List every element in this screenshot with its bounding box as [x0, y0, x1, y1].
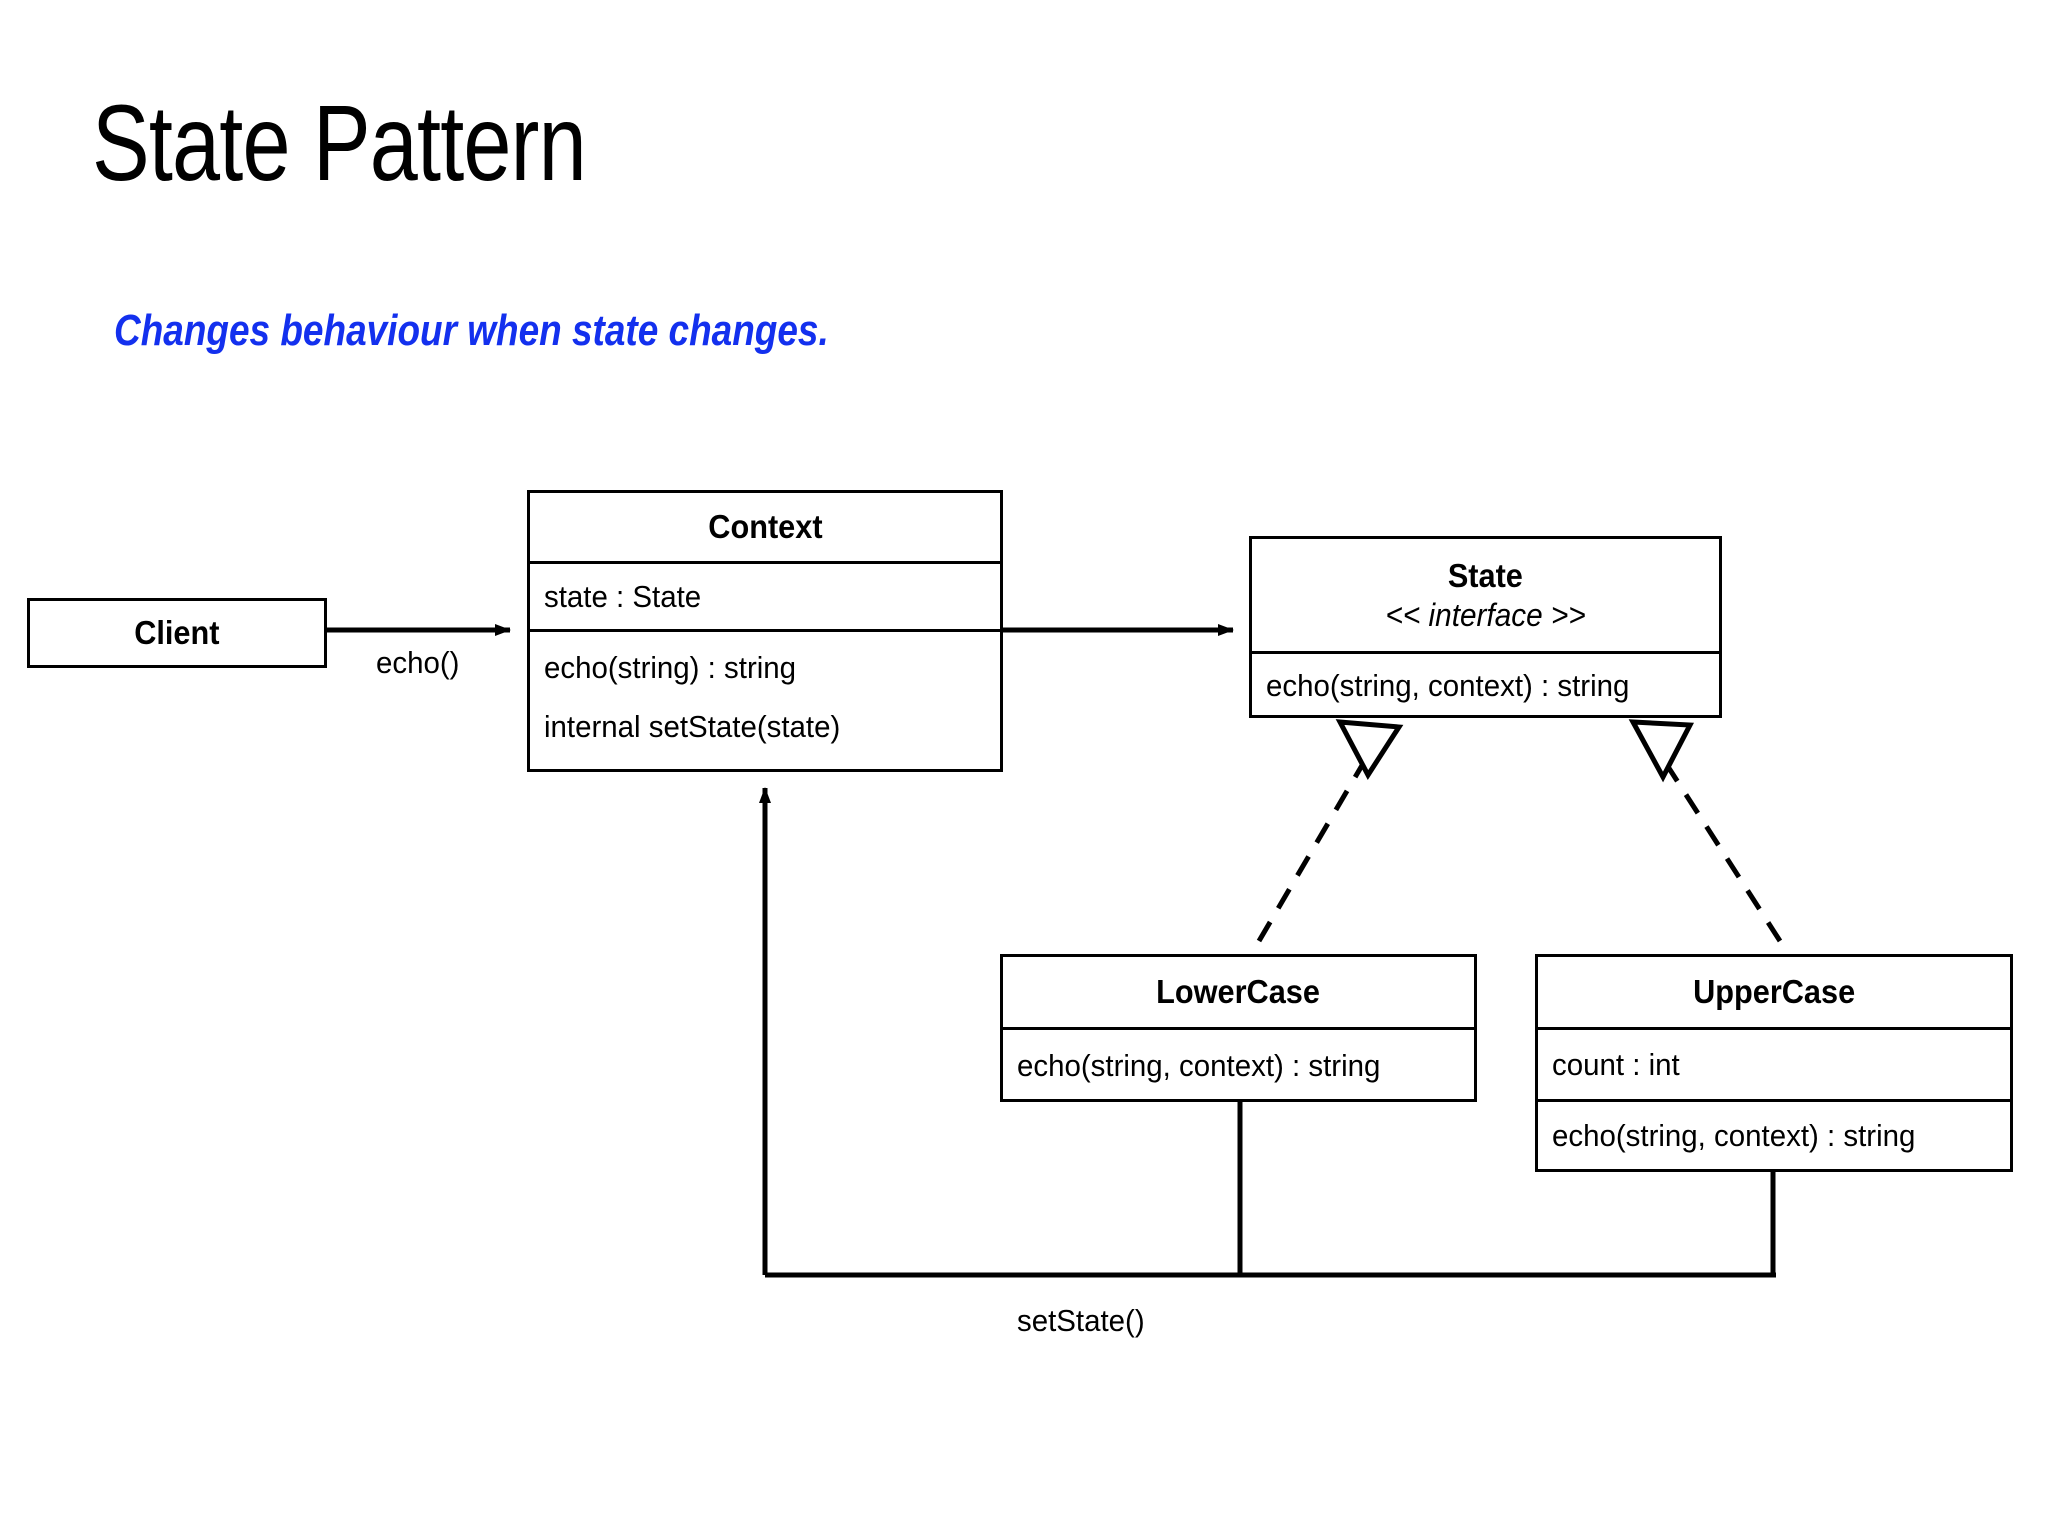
uml-class-uppercase-header: UpperCase	[1538, 957, 2010, 1027]
page-title: State Pattern	[92, 82, 587, 203]
uml-stereotype-interface: << interface >>	[1385, 596, 1586, 633]
uml-class-context-operations: echo(string) : string internal setState(…	[530, 629, 1000, 769]
uml-class-state[interactable]: State << interface >> echo(string, conte…	[1249, 536, 1722, 718]
uml-class-context[interactable]: Context state : State echo(string) : str…	[527, 490, 1003, 772]
uml-class-uppercase-name: UpperCase	[1692, 973, 1856, 1010]
uml-class-lowercase-header: LowerCase	[1003, 957, 1474, 1027]
uml-class-client-name: Client	[134, 614, 220, 651]
uml-class-client[interactable]: Client	[27, 598, 327, 668]
edge-label-echo: echo()	[376, 645, 460, 680]
edge-label-setstate: setState()	[1017, 1303, 1145, 1338]
relation-lowercase-realizes-state	[1256, 719, 1404, 943]
uml-class-lowercase[interactable]: LowerCase echo(string, context) : string	[1000, 954, 1477, 1102]
uml-attribute: state : State	[544, 578, 702, 614]
uml-class-state-operations: echo(string, context) : string	[1252, 651, 1719, 717]
uml-class-context-name: Context	[707, 508, 823, 545]
uml-operation: echo(string, context) : string	[1552, 1117, 1916, 1153]
uml-class-lowercase-operations: echo(string, context) : string	[1003, 1027, 1474, 1101]
uml-operation: echo(string, context) : string	[1266, 667, 1630, 703]
page-subtitle: Changes behaviour when state changes.	[114, 306, 829, 355]
uml-attribute: count : int	[1552, 1046, 1680, 1082]
uml-operation: internal setState(state)	[544, 709, 841, 745]
relation-states-to-context-setstate	[759, 787, 1776, 1278]
uml-class-context-header: Context	[530, 493, 1000, 561]
uml-class-state-name: State	[1447, 556, 1524, 594]
uml-class-client-header: Client	[30, 601, 324, 665]
uml-class-uppercase-operations: echo(string, context) : string	[1538, 1099, 2010, 1169]
uml-class-uppercase-attributes: count : int	[1538, 1027, 2010, 1099]
uml-operation: echo(string) : string	[544, 649, 797, 685]
uml-class-uppercase[interactable]: UpperCase count : int echo(string, conte…	[1535, 954, 2013, 1172]
relation-uppercase-realizes-state	[1628, 719, 1783, 943]
uml-class-state-header: State << interface >>	[1252, 539, 1719, 651]
uml-operation: echo(string, context) : string	[1017, 1047, 1381, 1083]
uml-class-lowercase-name: LowerCase	[1156, 973, 1321, 1010]
uml-class-context-attributes: state : State	[530, 561, 1000, 629]
